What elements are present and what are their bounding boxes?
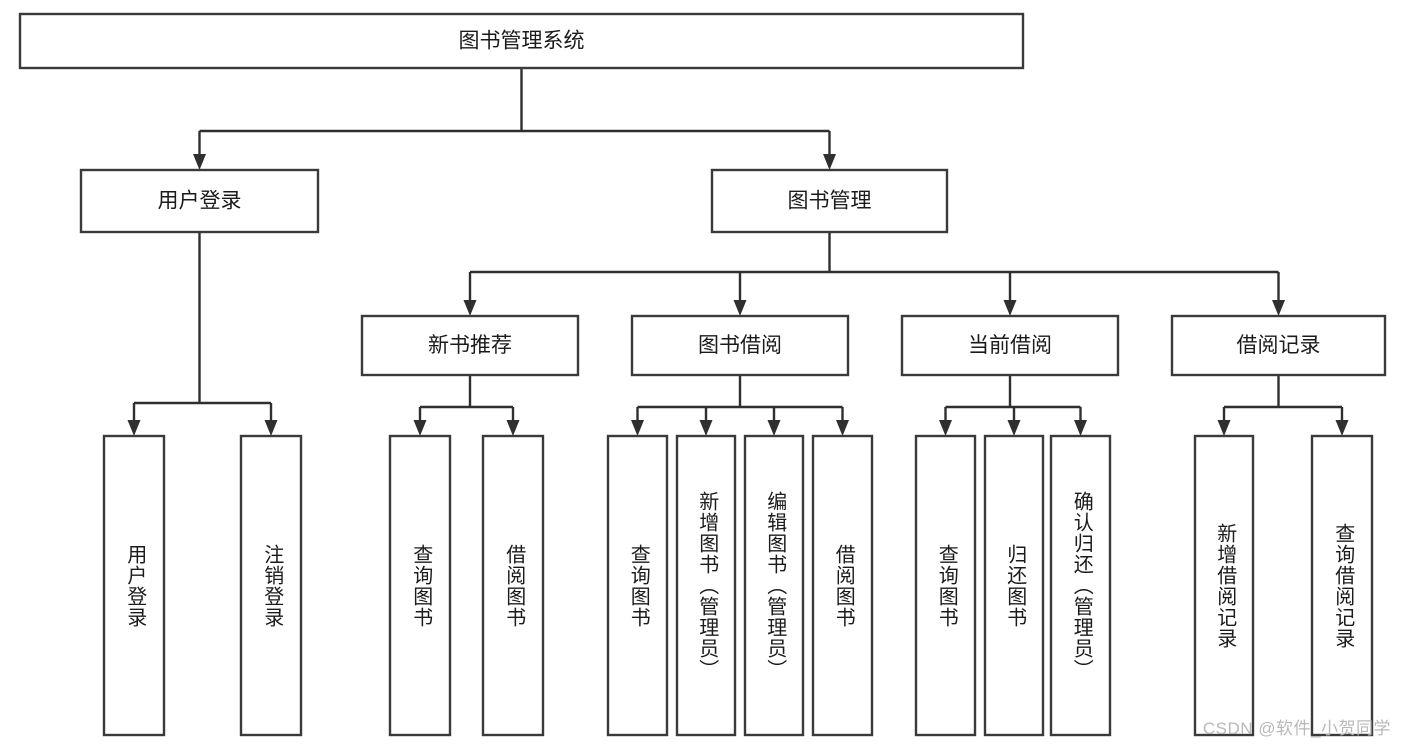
arrow-head-icon	[631, 420, 644, 436]
node-box-n2b[interactable]	[710, 168, 949, 234]
node-box-n2a[interactable]	[79, 168, 320, 234]
node-label-n2a: 用户登录	[158, 190, 242, 213]
node-box-n3b[interactable]	[630, 314, 850, 377]
arrow-head-icon	[413, 420, 427, 436]
node-box-l12[interactable]	[1193, 434, 1255, 737]
arrow-head-icon	[699, 420, 713, 436]
node-box-l10[interactable]	[983, 434, 1045, 737]
arrow-head-icon	[1272, 300, 1285, 316]
node-box-l7[interactable]	[743, 434, 805, 737]
node-box-l3[interactable]	[388, 434, 452, 737]
edge-group-root	[193, 68, 836, 170]
arrow-head-icon	[836, 420, 849, 436]
edge-group-n2b	[463, 232, 1285, 316]
node-box-l8[interactable]	[811, 434, 874, 737]
arrow-head-icon	[939, 420, 952, 436]
node-box-l1[interactable]	[102, 434, 166, 737]
node-box-l9[interactable]	[914, 434, 977, 737]
arrow-head-icon	[823, 154, 836, 170]
arrow-head-icon	[1007, 420, 1021, 436]
node-label-n3c: 当前借阅	[968, 334, 1052, 357]
node-label-n3a: 新书推荐	[428, 334, 512, 357]
csdn-watermark: CSDN @软件_小贺同学	[1202, 719, 1391, 738]
arrow-head-icon	[127, 420, 141, 436]
node-label-n2b: 图书管理	[788, 190, 872, 213]
arrow-head-icon	[1003, 300, 1017, 316]
edge-group-n3b	[631, 375, 849, 436]
arrow-head-icon	[463, 300, 477, 316]
node-box-n3a[interactable]	[360, 314, 580, 377]
node-box-l11[interactable]	[1049, 434, 1112, 737]
node-box-l6[interactable]	[675, 434, 737, 737]
node-label-n3d: 借阅记录	[1237, 334, 1321, 357]
arrow-head-icon	[1335, 420, 1349, 436]
node-box-l5[interactable]	[606, 434, 669, 737]
node-box-l4[interactable]	[481, 434, 545, 737]
edge-group-n2a	[127, 232, 278, 436]
edge-group-n3c	[939, 375, 1087, 436]
arrow-head-icon	[767, 420, 781, 436]
node-box-root[interactable]	[18, 12, 1025, 70]
node-box-l2[interactable]	[239, 434, 303, 737]
node-label-n3b: 图书借阅	[698, 334, 782, 357]
arrow-head-icon	[1217, 420, 1231, 436]
node-box-l13[interactable]	[1310, 434, 1374, 737]
edge-group-n3d	[1217, 375, 1349, 436]
node-box-n3c[interactable]	[900, 314, 1120, 377]
arrow-head-icon	[1074, 420, 1087, 436]
edge-layer	[127, 68, 1349, 436]
arrow-head-icon	[264, 420, 278, 436]
node-label-root: 图书管理系统	[459, 30, 585, 53]
arrow-head-icon	[733, 300, 747, 316]
edge-group-n3a	[413, 375, 520, 436]
arrow-head-icon	[193, 154, 206, 170]
node-box-n3d[interactable]	[1170, 314, 1387, 377]
arrow-head-icon	[506, 420, 520, 436]
